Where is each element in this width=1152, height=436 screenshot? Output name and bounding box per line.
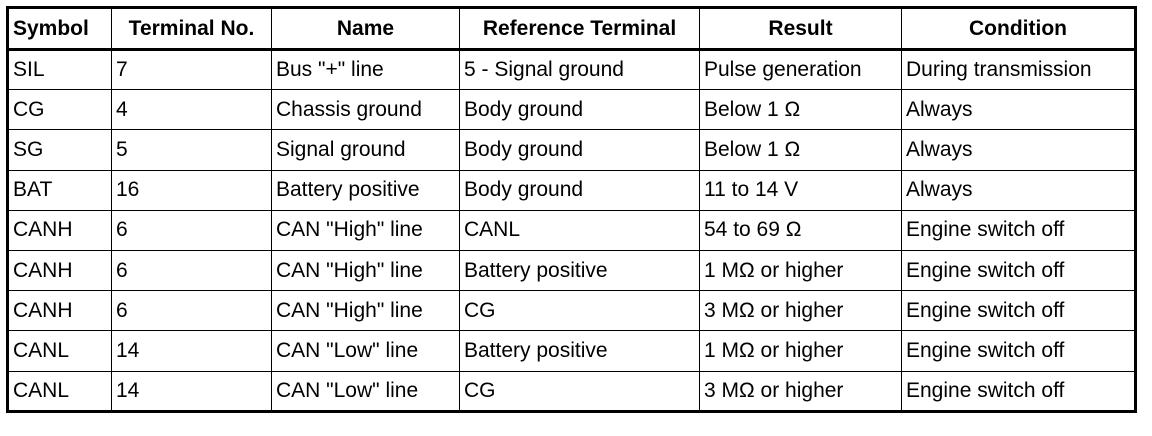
cell-result: 1 MΩ or higher <box>699 330 902 372</box>
cell-terminal-no: 5 <box>111 129 272 171</box>
cell-symbol: CANH <box>7 209 112 251</box>
cell-condition: Engine switch off <box>901 249 1136 292</box>
cell-symbol: CANH <box>7 249 112 292</box>
cell-symbol: CG <box>7 89 112 131</box>
cell-symbol: CANL <box>7 370 112 412</box>
cell-condition: Engine switch off <box>901 290 1136 332</box>
terminal-specification-table: Symbol Terminal No. Name Reference Termi… <box>6 6 1137 413</box>
cell-symbol: SIL <box>7 48 112 91</box>
cell-result: 3 MΩ or higher <box>699 290 902 332</box>
cell-name: Battery positive <box>271 169 460 211</box>
cell-symbol: BAT <box>7 169 112 211</box>
cell-name: CAN "Low" line <box>271 370 460 412</box>
cell-condition: Always <box>901 169 1136 211</box>
cell-reference-terminal: Battery positive <box>459 330 700 372</box>
cell-result: 54 to 69 Ω <box>699 209 902 251</box>
cell-reference-terminal: CG <box>459 370 700 412</box>
cell-result: 1 MΩ or higher <box>699 249 902 292</box>
header-terminal-no: Terminal No. <box>111 7 272 51</box>
header-row: Symbol Terminal No. Name Reference Termi… <box>7 7 1136 51</box>
cell-condition: Engine switch off <box>901 209 1136 251</box>
cell-symbol: CANL <box>7 330 112 372</box>
cell-name: Signal ground <box>271 129 460 171</box>
cell-symbol: CANH <box>7 290 112 332</box>
cell-name: CAN "Low" line <box>271 330 460 372</box>
header-symbol: Symbol <box>7 7 112 51</box>
cell-result: Below 1 Ω <box>699 129 902 171</box>
cell-reference-terminal: Body ground <box>459 169 700 211</box>
cell-reference-terminal: Body ground <box>459 129 700 171</box>
cell-terminal-no: 4 <box>111 89 272 131</box>
cell-terminal-no: 6 <box>111 209 272 251</box>
cell-symbol: SG <box>7 129 112 171</box>
cell-terminal-no: 7 <box>111 48 272 91</box>
cell-name: Chassis ground <box>271 89 460 131</box>
header-name: Name <box>271 7 460 51</box>
cell-name: CAN "High" line <box>271 290 460 332</box>
cell-result: Pulse generation <box>699 48 902 91</box>
cell-condition: Always <box>901 89 1136 131</box>
cell-terminal-no: 14 <box>111 370 272 412</box>
cell-condition: Always <box>901 129 1136 171</box>
cell-terminal-no: 6 <box>111 290 272 332</box>
cell-terminal-no: 16 <box>111 169 272 211</box>
header-reference-terminal: Reference Terminal <box>459 7 700 51</box>
cell-condition: During transmission <box>901 48 1136 91</box>
terminal-table-container: Symbol Terminal No. Name Reference Termi… <box>6 6 1137 413</box>
cell-reference-terminal: CANL <box>459 209 700 251</box>
cell-name: Bus "+" line <box>271 48 460 91</box>
cell-reference-terminal: 5 - Signal ground <box>459 48 700 91</box>
cell-terminal-no: 14 <box>111 330 272 372</box>
cell-condition: Engine switch off <box>901 330 1136 372</box>
header-condition: Condition <box>901 7 1136 51</box>
cell-reference-terminal: CG <box>459 290 700 332</box>
cell-result: 3 MΩ or higher <box>699 370 902 412</box>
cell-name: CAN "High" line <box>271 209 460 251</box>
cell-reference-terminal: Body ground <box>459 89 700 131</box>
cell-condition: Engine switch off <box>901 370 1136 412</box>
cell-reference-terminal: Battery positive <box>459 249 700 292</box>
cell-terminal-no: 6 <box>111 249 272 292</box>
header-result: Result <box>699 7 902 51</box>
cell-result: Below 1 Ω <box>699 89 902 131</box>
cell-name: CAN "High" line <box>271 249 460 292</box>
cell-result: 11 to 14 V <box>699 169 902 211</box>
